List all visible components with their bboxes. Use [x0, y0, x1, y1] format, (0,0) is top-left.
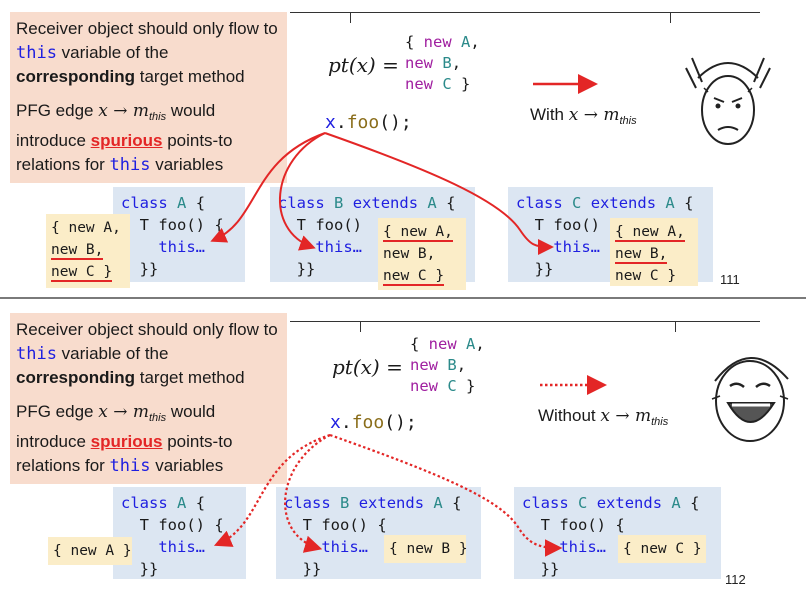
call-site: x.foo();	[330, 412, 417, 433]
call-edges	[210, 74, 598, 255]
pts-b-box: { new A, new B, new C }	[378, 218, 466, 290]
explanation-callout: Receiver object should only flow to this…	[10, 313, 287, 484]
slide-112: Receiver object should only flow to this…	[0, 299, 806, 597]
edge-to-b	[284, 434, 331, 553]
edge-to-c	[329, 433, 563, 557]
legend-without: Without x → mthis	[538, 406, 669, 428]
stressed-face-icon	[685, 57, 771, 145]
pt-set: { new A, new B, new C }	[405, 33, 480, 93]
call-edges	[213, 375, 607, 557]
call-site: x.foo();	[325, 112, 412, 133]
page-number: 111	[720, 272, 740, 287]
pts-c-box: { new A, new B, new C }	[610, 218, 698, 286]
pt-set: { new A, new B, new C }	[410, 335, 485, 395]
slide-111: Receiver object should only flow to this…	[0, 0, 806, 298]
laughing-face-icon	[711, 357, 789, 442]
edge-to-a	[210, 132, 326, 243]
legend-with: With x → mthis	[530, 105, 637, 127]
explanation-callout: Receiver object should only flow to this…	[10, 12, 287, 183]
edge-to-c	[324, 132, 554, 255]
top-rule	[290, 12, 760, 23]
pts-b-box: { new B }	[384, 535, 468, 563]
pts-c-box: { new C }	[618, 535, 706, 563]
edge-to-a	[213, 433, 331, 547]
slide-divider	[0, 297, 806, 299]
class-c-box: class C extends A { T foo() { this… }}	[514, 487, 721, 579]
pt-label: pt(x) =	[332, 355, 403, 379]
class-b-box: class B extends A { T foo() { this… }}	[276, 487, 481, 579]
top-rule	[290, 321, 760, 332]
pts-a-box: { new A }	[48, 537, 132, 565]
pts-a-box: { new A, new B, new C }	[46, 214, 130, 288]
page-number: 112	[725, 572, 746, 587]
pt-label: pt(x) =	[328, 53, 399, 77]
edge-to-b	[279, 132, 326, 251]
